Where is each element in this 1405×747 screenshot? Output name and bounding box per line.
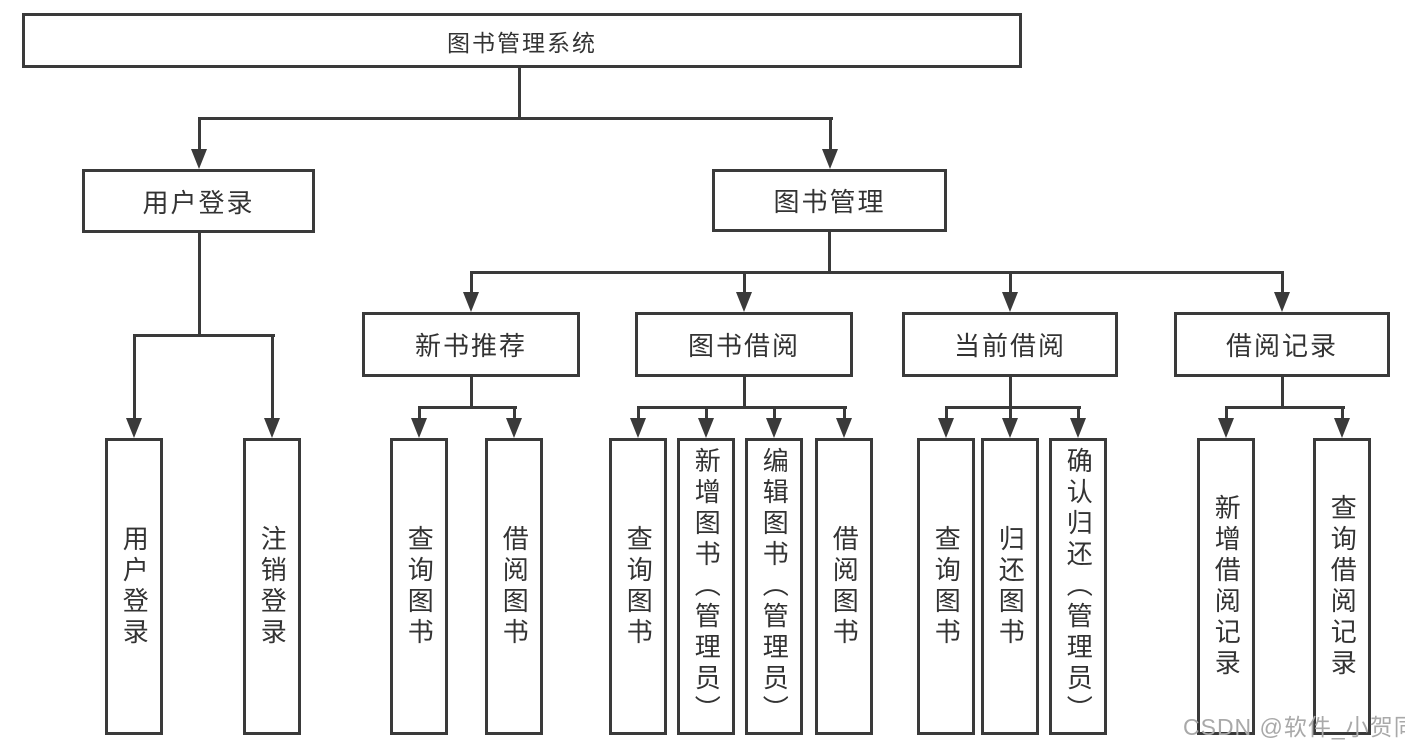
leaf-borrow-books-recommend-label: 借阅图书 bbox=[499, 524, 530, 649]
arrow-head bbox=[1274, 292, 1290, 312]
leaf-user-login-label: 用户登录 bbox=[119, 524, 150, 649]
connector-line bbox=[198, 117, 201, 151]
connector-line bbox=[743, 271, 746, 294]
arrow-head bbox=[1334, 418, 1350, 438]
node-new-book-recommend-label: 新书推荐 bbox=[414, 331, 527, 361]
connector-line bbox=[418, 406, 517, 409]
arrow-head bbox=[1218, 418, 1234, 438]
connector-line bbox=[470, 271, 1283, 274]
leaf-query-books-borrow-label: 查询图书 bbox=[623, 524, 654, 649]
connector-line bbox=[828, 232, 831, 273]
arrow-head bbox=[411, 418, 427, 438]
connector-line bbox=[470, 377, 473, 407]
csdn-watermark: CSDN @软件_小贺同学 bbox=[1183, 714, 1405, 740]
leaf-query-books-recommend-label: 查询图书 bbox=[404, 524, 435, 649]
node-current-borrow-label: 当前借阅 bbox=[953, 331, 1066, 361]
leaf-add-books-admin-label: 新增图书（管理员） bbox=[691, 447, 722, 726]
arrow-head bbox=[1070, 418, 1086, 438]
leaf-return-books-label: 归还图书 bbox=[995, 524, 1026, 649]
node-root-label: 图书管理系统 bbox=[447, 29, 597, 56]
node-book-borrow-label: 图书借阅 bbox=[687, 331, 800, 361]
leaf-borrow-books: 借阅图书 bbox=[815, 438, 873, 735]
arrow-head bbox=[1002, 418, 1018, 438]
connector-line bbox=[418, 406, 421, 420]
connector-line bbox=[198, 117, 833, 120]
connector-line bbox=[470, 271, 473, 294]
connector-line bbox=[518, 68, 521, 118]
connector-line bbox=[1225, 406, 1345, 409]
connector-line bbox=[743, 377, 746, 407]
leaf-borrow-books-label: 借阅图书 bbox=[829, 524, 860, 649]
connector-line bbox=[133, 334, 275, 337]
arrow-head bbox=[463, 292, 479, 312]
node-user-login: 用户登录 bbox=[82, 169, 315, 233]
connector-line bbox=[637, 406, 640, 420]
leaf-edit-books-admin-label: 编辑图书（管理员） bbox=[759, 447, 790, 726]
leaf-query-books-current-label: 查询图书 bbox=[931, 524, 962, 649]
leaf-query-books-recommend: 查询图书 bbox=[390, 438, 448, 735]
connector-line bbox=[843, 406, 846, 420]
leaf-confirm-return-admin-label: 确认归还（管理员） bbox=[1063, 447, 1094, 726]
connector-line bbox=[1077, 406, 1080, 420]
leaf-add-books-admin: 新增图书（管理员） bbox=[677, 438, 735, 735]
connector-line bbox=[637, 406, 847, 409]
leaf-confirm-return-admin: 确认归还（管理员） bbox=[1049, 438, 1107, 735]
leaf-user-login: 用户登录 bbox=[105, 438, 163, 735]
connector-line bbox=[513, 406, 516, 420]
leaf-query-books-current: 查询图书 bbox=[917, 438, 975, 735]
node-borrow-records-label: 借阅记录 bbox=[1225, 331, 1338, 361]
node-root-library-system: 图书管理系统 bbox=[22, 13, 1022, 68]
node-book-management-label: 图书管理 bbox=[773, 187, 886, 217]
arrow-head bbox=[506, 418, 522, 438]
leaf-add-borrow-record-label: 新增借阅记录 bbox=[1211, 493, 1242, 680]
connector-line bbox=[945, 406, 948, 420]
connector-line bbox=[198, 233, 201, 335]
leaf-borrow-books-recommend: 借阅图书 bbox=[485, 438, 543, 735]
connector-line bbox=[705, 406, 708, 420]
connector-line bbox=[1341, 406, 1344, 420]
leaf-logout-login-label: 注销登录 bbox=[257, 524, 288, 649]
arrow-head bbox=[630, 418, 646, 438]
connector-line bbox=[773, 406, 776, 420]
arrow-head bbox=[938, 418, 954, 438]
arrow-head bbox=[698, 418, 714, 438]
connector-line bbox=[1281, 377, 1284, 407]
arrow-head bbox=[836, 418, 852, 438]
arrow-head bbox=[766, 418, 782, 438]
arrow-head bbox=[264, 418, 280, 438]
connector-line bbox=[1009, 271, 1012, 294]
connector-line bbox=[1225, 406, 1228, 420]
node-book-management: 图书管理 bbox=[712, 169, 947, 232]
node-current-borrow: 当前借阅 bbox=[902, 312, 1118, 377]
connector-line bbox=[1009, 406, 1012, 420]
leaf-edit-books-admin: 编辑图书（管理员） bbox=[745, 438, 803, 735]
connector-line bbox=[945, 406, 1081, 409]
connector-line bbox=[133, 334, 136, 420]
leaf-query-borrow-record-label: 查询借阅记录 bbox=[1327, 493, 1358, 680]
node-user-login-label: 用户登录 bbox=[142, 187, 255, 218]
leaf-query-borrow-record: 查询借阅记录 bbox=[1313, 438, 1371, 735]
node-borrow-records: 借阅记录 bbox=[1174, 312, 1390, 377]
arrow-head bbox=[822, 149, 838, 169]
connector-line bbox=[829, 117, 832, 151]
arrow-head bbox=[1002, 292, 1018, 312]
node-new-book-recommend: 新书推荐 bbox=[362, 312, 580, 377]
connector-line bbox=[1281, 271, 1284, 294]
leaf-logout-login: 注销登录 bbox=[243, 438, 301, 735]
arrow-head bbox=[191, 149, 207, 169]
leaf-return-books: 归还图书 bbox=[981, 438, 1039, 735]
node-book-borrow: 图书借阅 bbox=[635, 312, 853, 377]
arrow-head bbox=[126, 418, 142, 438]
arrow-head bbox=[736, 292, 752, 312]
leaf-query-books-borrow: 查询图书 bbox=[609, 438, 667, 735]
connector-line bbox=[1009, 377, 1012, 407]
leaf-add-borrow-record: 新增借阅记录 bbox=[1197, 438, 1255, 735]
connector-line bbox=[271, 334, 274, 420]
